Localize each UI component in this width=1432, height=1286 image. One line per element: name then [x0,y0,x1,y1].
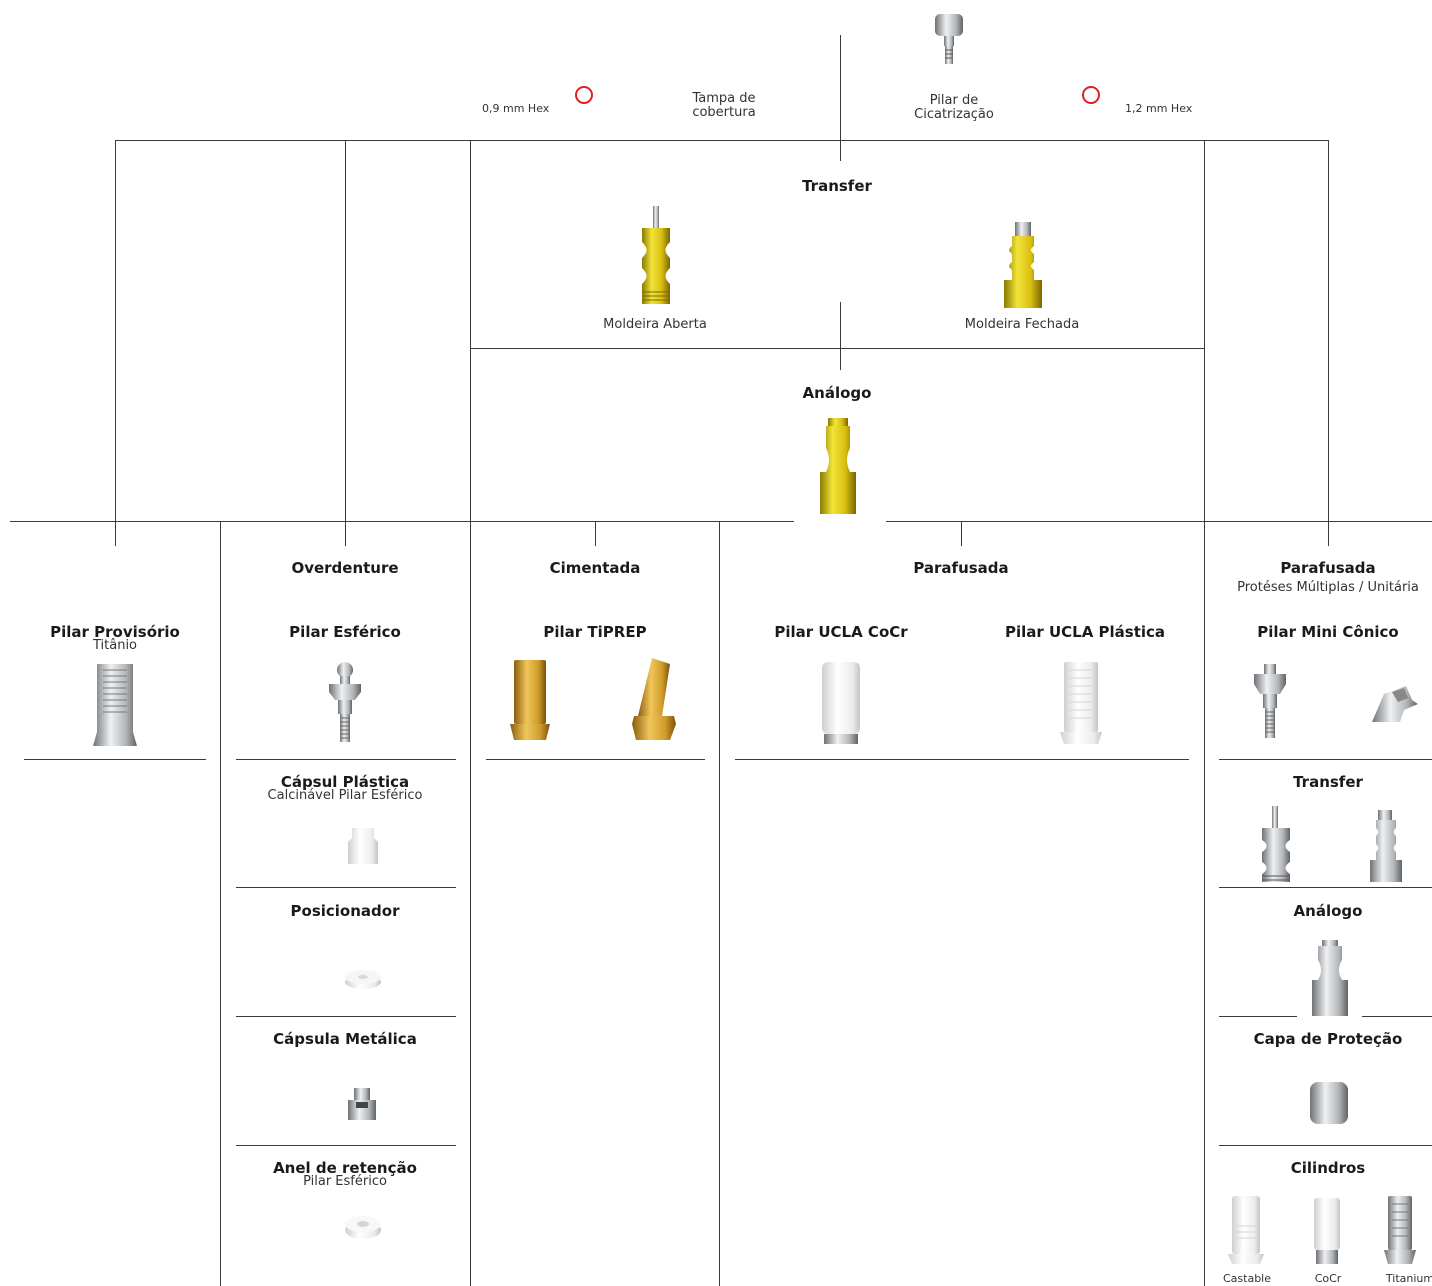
mini-conic-title: Pilar Mini Cônico [1257,623,1399,641]
ball-abutment-title: Pilar Esférico [289,623,401,641]
row-divider [735,759,1189,760]
row-divider [236,759,456,760]
cover-cap-label: Tampa de cobertura [692,91,756,121]
multi-transfer-title: Transfer [1293,773,1363,791]
row-divider [1219,887,1432,888]
transfer-open-tray-image [636,206,676,306]
mini-conic-abutment-image [1250,664,1290,740]
connector-line [345,140,346,546]
open-tray-label: Moldeira Aberta [603,317,707,332]
hex-right-icon [1082,86,1100,104]
row-divider [24,759,206,760]
connector-line [840,302,841,370]
transfer-analog-divider [470,348,1204,349]
hex-left-icon [575,86,593,104]
provisional-abutment-image [93,664,137,746]
retention-ring-subtitle: Pilar Esférico [303,1173,387,1189]
row-divider [1219,1016,1297,1017]
analog-title: Análogo [802,384,872,402]
analog-image [818,418,858,516]
bottom-bus-line [886,521,1432,522]
positioner-image [344,968,382,990]
connector-line [840,35,841,161]
multi-transfer-closed-image [1368,810,1404,882]
transfer-box-left [470,140,471,522]
transfer-box-right [1204,140,1205,522]
multi-subtitle: Protéses Múltiplas / Unitária [1237,579,1419,595]
cylinders-title: Cilindros [1290,1159,1366,1177]
ucla-cocr-image [820,662,862,746]
screwed-title: Parafusada [913,559,1009,577]
transfer-closed-tray-image [1000,222,1046,310]
tiprep-angled-image [630,658,678,742]
connector-line [595,521,596,546]
healing-abutment-image [931,14,967,66]
row-divider [236,887,456,888]
overdenture-title: Overdenture [291,559,399,577]
row-divider [1219,759,1432,760]
titanium-label: Titanium [1385,1272,1432,1285]
row-divider [1362,1016,1432,1017]
top-bus-line [115,140,1329,141]
cylinder-titanium-image [1382,1196,1418,1266]
provisional-subtitle: Titânio [92,637,138,653]
column-divider [220,521,221,1286]
tiprep-straight-image [508,660,552,742]
healing-abutment-label: Pilar de Cicatrização [914,93,994,123]
cylinder-cocr-image [1312,1198,1342,1266]
protection-cap-image [1308,1082,1350,1126]
hex-right-label: 1,2 mm Hex [1125,102,1193,115]
ball-abutment-image [325,660,365,744]
tiprep-title: Pilar TiPREP [543,623,647,641]
multi-transfer-open-image [1256,806,1296,884]
retention-ring-image [344,1214,382,1240]
positioner-title: Posicionador [290,902,400,920]
hex-left-label: 0,9 mm Hex [482,102,550,115]
connector-line [961,521,962,546]
metal-cap-image [344,1088,380,1122]
plastic-cap-subtitle: Calcinável Pilar Esférico [267,787,423,803]
row-divider [1219,1145,1432,1146]
column-divider [470,521,471,1286]
cemented-title: Cimentada [549,559,641,577]
plastic-cap-image [346,828,380,864]
ucla-cocr-title: Pilar UCLA CoCr [774,623,908,641]
mini-conic-angled-image [1366,686,1418,724]
ucla-plastic-title: Pilar UCLA Plástica [1004,623,1166,641]
protection-cap-title: Capa de Proteção [1253,1030,1403,1048]
row-divider [236,1145,456,1146]
row-divider [486,759,705,760]
column-divider [1204,521,1205,1286]
multi-analog-title: Análogo [1293,902,1363,920]
metal-cap-title: Cápsula Metálica [273,1030,417,1048]
castable-label: Castable [1222,1272,1272,1285]
cylinder-castable-image [1228,1196,1264,1266]
connector-line [1328,140,1329,546]
ucla-plastic-image [1060,662,1102,746]
column-divider [719,521,720,1286]
bottom-bus-line [10,521,794,522]
closed-tray-label: Moldeira Fechada [964,317,1080,332]
connector-line [115,140,116,546]
cocr-label: CoCr [1314,1272,1342,1285]
row-divider [236,1016,456,1017]
multi-analog-image [1310,940,1350,1018]
transfer-title: Transfer [802,177,872,195]
